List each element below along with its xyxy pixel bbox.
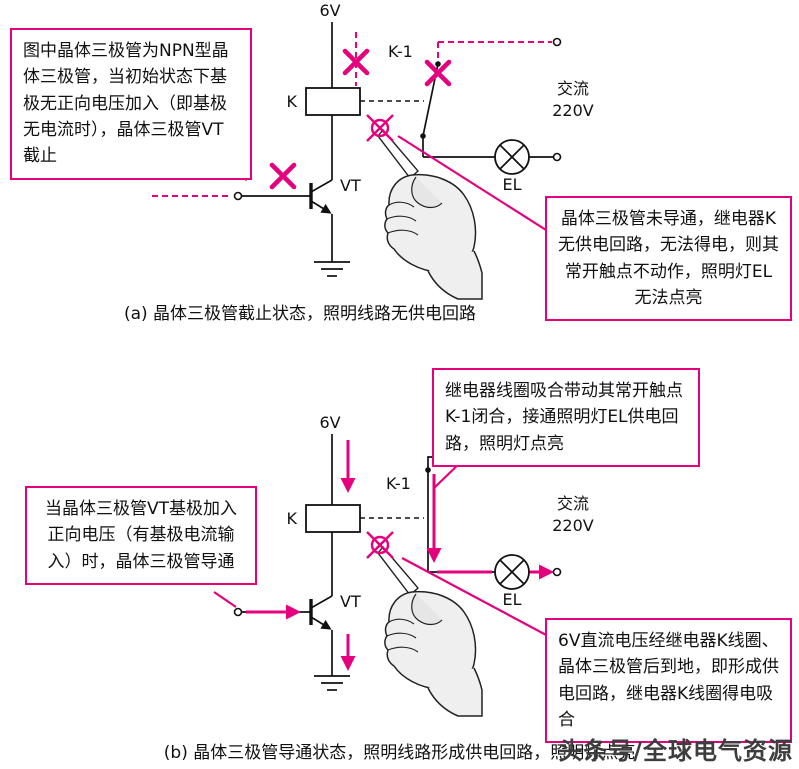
ac-terminal-top-a bbox=[552, 37, 562, 47]
relay-coil-box-a bbox=[305, 87, 361, 116]
caption-a: (a) 晶体三极管截止状态，照明线路无供电回路 bbox=[123, 304, 477, 324]
ac-terminal-bottom-a bbox=[552, 152, 562, 162]
label-supply-a: 6V bbox=[319, 1, 340, 20]
callout-loop-leader bbox=[401, 557, 549, 637]
label-relay-a: K bbox=[287, 92, 298, 111]
lamp-branch-a bbox=[423, 37, 562, 175]
label-ac1-a: 交流 bbox=[557, 79, 589, 98]
no-current-x-base-a bbox=[272, 165, 294, 187]
ac-terminal-bottom-b bbox=[552, 567, 562, 577]
ground-symbol-b bbox=[314, 675, 350, 691]
probe-point-a bbox=[365, 113, 395, 143]
label-lamp-b: EL bbox=[502, 590, 521, 609]
callout-supply-loop: 6V直流电压经继电器K线圈、晶体三极管后到地，即形成供电回路，继电器K线圈得电吸… bbox=[545, 618, 792, 744]
label-ac2-b: 220V bbox=[552, 516, 594, 535]
transistor-a bbox=[309, 179, 333, 214]
circuit-a bbox=[233, 22, 562, 277]
ground-symbol-a bbox=[314, 261, 350, 277]
relay-contact-closed-b bbox=[425, 452, 562, 546]
label-relay-b: K bbox=[287, 509, 298, 528]
label-transistor-a: VT bbox=[340, 176, 361, 195]
lamp-branch-b bbox=[427, 546, 562, 590]
label-ac1-b: 交流 bbox=[557, 494, 589, 513]
caption-b: (b) 晶体三极管导通状态，照明线路形成供电回路，照明灯点亮 bbox=[163, 743, 636, 763]
watermark: 头条号/全球电气资源 bbox=[558, 737, 793, 765]
callout-base-voltage: 当晶体三极管VT基极加入正向电压（有基极电流输入）时，晶体三极管导通 bbox=[25, 486, 257, 586]
callout-contact-closes: 继电器线圈吸合带动其常开触点K-1闭合，接通照明灯EL供电回路，照明灯点亮 bbox=[432, 368, 700, 468]
base-terminal-a bbox=[233, 191, 243, 201]
relay-coil-box-b bbox=[305, 504, 361, 533]
callout-result-leader bbox=[397, 135, 547, 231]
label-contact-a: K-1 bbox=[388, 42, 413, 61]
label-ac2-a: 220V bbox=[552, 101, 594, 120]
blocked-paths-a bbox=[152, 32, 552, 197]
label-supply-b: 6V bbox=[319, 413, 340, 432]
callout-base-leader bbox=[213, 591, 237, 608]
label-transistor-b: VT bbox=[340, 592, 361, 611]
base-terminal-b bbox=[233, 607, 243, 617]
label-lamp-a: EL bbox=[502, 175, 521, 194]
callout-npn-explanation: 图中晶体三极管为NPN型晶体三极管，当初始状态下基极无正向电压加入（即基极无电流… bbox=[10, 28, 252, 180]
callout-cutoff-result: 晶体三极管未导通，继电器K无供电回路，无法得电，则其常开触点不动作，照明灯EL无… bbox=[545, 196, 792, 322]
transistor-b bbox=[309, 595, 333, 630]
probe-point-b bbox=[365, 530, 395, 560]
label-contact-b: K-1 bbox=[386, 474, 411, 493]
